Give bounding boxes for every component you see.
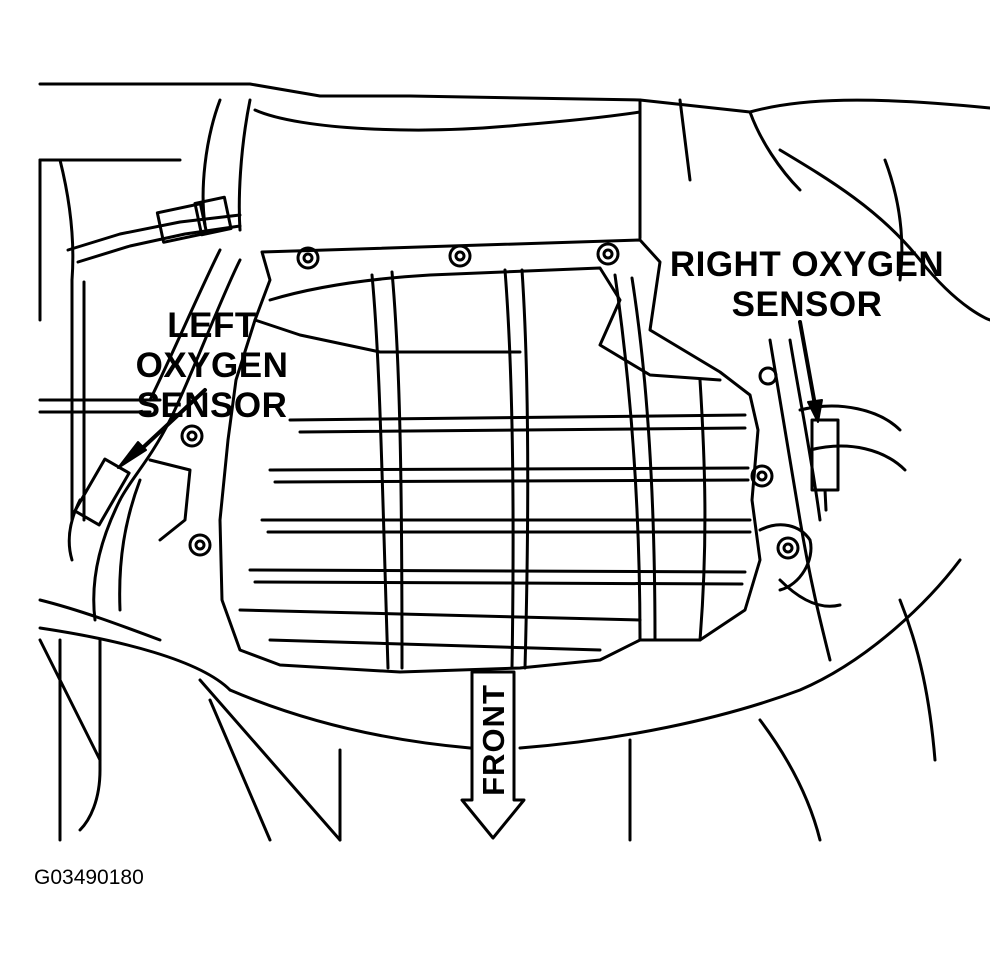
right-exhaust <box>758 338 907 662</box>
front-label: FRONT <box>470 680 518 800</box>
right-label-line-1: RIGHT OXYGEN <box>669 245 945 284</box>
right-label-line-2: SENSOR <box>731 285 883 324</box>
figure-id: G03490180 <box>34 866 144 889</box>
left-oxygen-sensor <box>73 457 131 527</box>
upper-body-structure <box>38 82 990 322</box>
left-exhaust <box>67 248 242 622</box>
left-label-line-2: SENSOR <box>136 386 288 425</box>
leader-arrows <box>117 320 823 469</box>
left-oxygen-sensor-label: LEFT OXYGEN SENSOR <box>86 306 338 426</box>
right-oxygen-sensor-label: RIGHT OXYGEN SENSOR <box>665 245 949 325</box>
front-label-text: FRONT <box>476 684 512 796</box>
front-direction-arrow <box>460 670 526 840</box>
left-label-line-1: LEFT OXYGEN <box>135 306 289 385</box>
lower-frame <box>38 558 962 842</box>
fuel-lines <box>38 195 242 522</box>
right-oxygen-sensor <box>810 418 840 492</box>
oil-pan <box>180 238 800 674</box>
